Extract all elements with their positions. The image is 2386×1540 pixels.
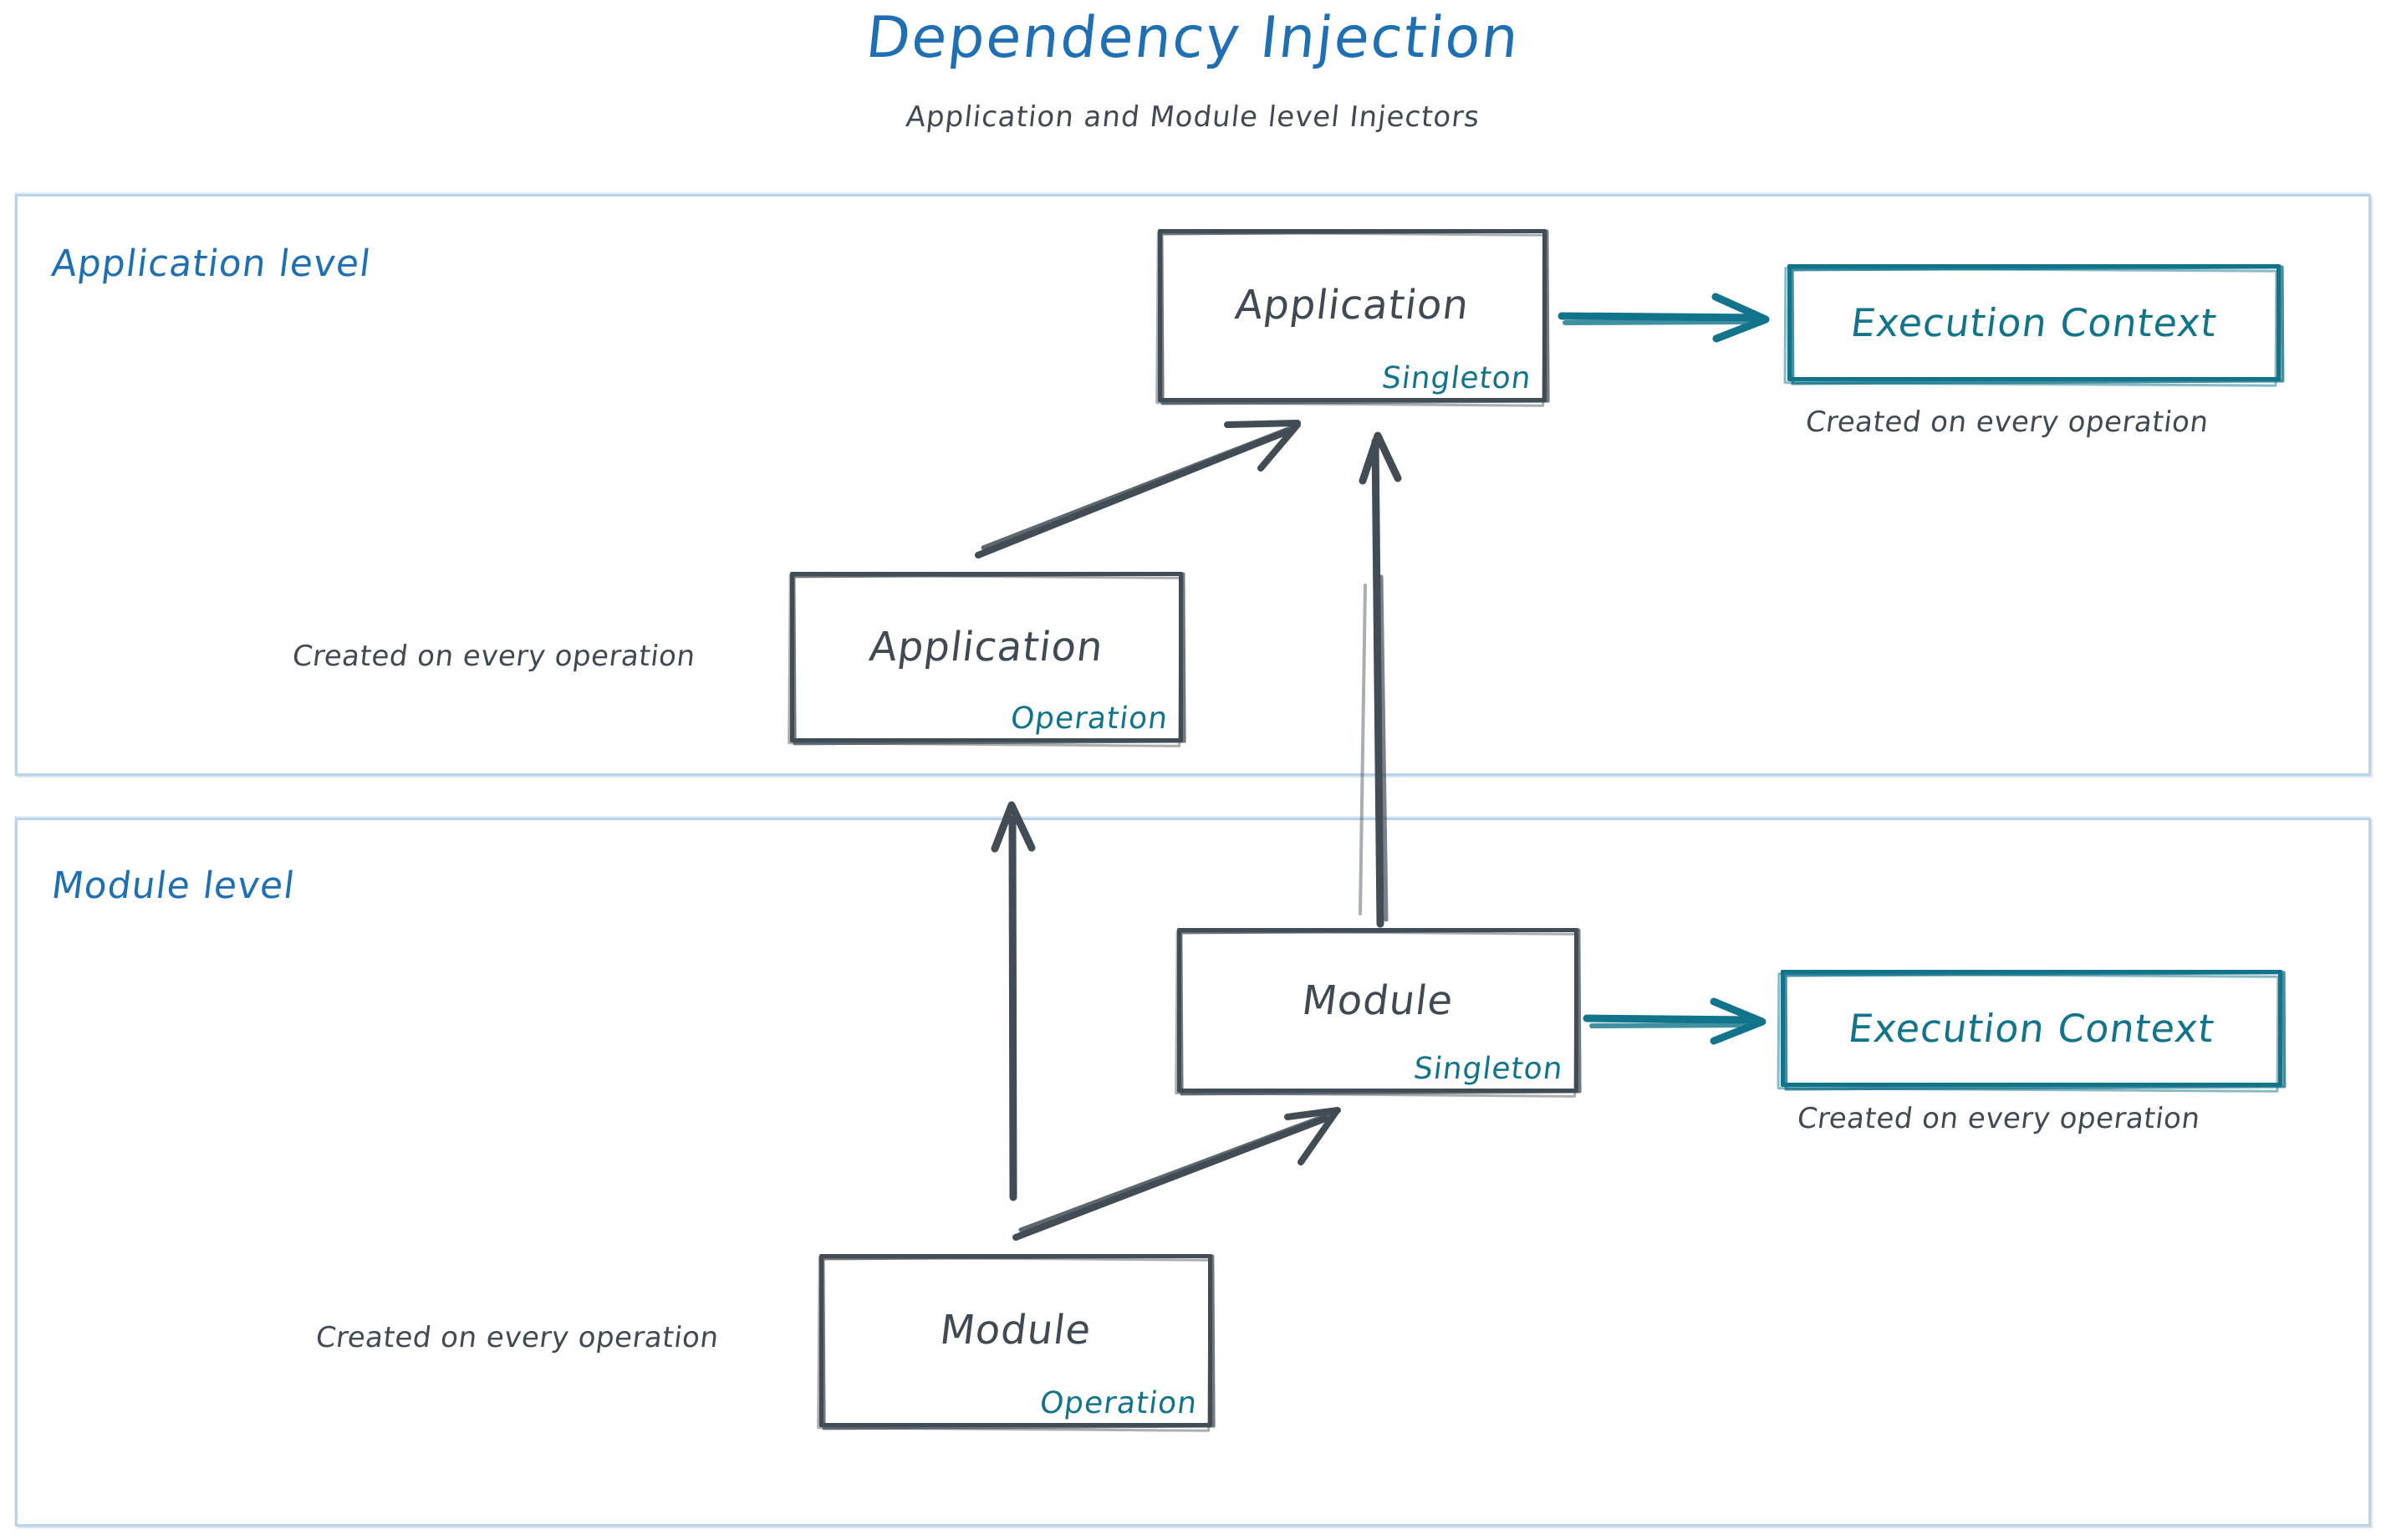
caption-module-operation: Created on every operation xyxy=(314,1321,721,1354)
caption-execution-context-module: Created on every operation xyxy=(1795,1102,2203,1135)
module-level-label: Module level xyxy=(48,864,298,907)
node-execution-context-application[interactable]: Execution Context xyxy=(1783,264,2285,387)
node-title: Execution Context xyxy=(1845,1006,2218,1051)
sketch-stroke-1 xyxy=(790,572,1183,742)
application-level-label: Application level xyxy=(48,242,374,285)
node-title: Application xyxy=(1232,282,1472,329)
page-subtitle: Application and Module level Injectors xyxy=(904,100,1482,134)
sketch-stroke-1 xyxy=(1158,229,1547,402)
node-scope-badge: Singleton xyxy=(1411,1052,1566,1086)
node-title: Module xyxy=(1299,977,1456,1024)
node-application-singleton[interactable]: Application Singleton xyxy=(1155,229,1550,407)
node-module-operation[interactable]: Module Operation xyxy=(817,1254,1216,1432)
module-level-container xyxy=(15,818,2371,1527)
node-scope-badge: Operation xyxy=(1038,1386,1200,1420)
node-execution-context-module[interactable]: Execution Context xyxy=(1777,970,2287,1093)
node-scope-badge: Operation xyxy=(1008,701,1170,736)
caption-execution-context-application: Created on every operation xyxy=(1803,405,2211,439)
caption-application-operation: Created on every operation xyxy=(290,640,698,673)
application-level-container xyxy=(15,194,2371,776)
sketch-stroke-1 xyxy=(1787,264,2281,381)
sketch-stroke-1 xyxy=(819,1254,1212,1427)
node-scope-badge: Singleton xyxy=(1379,361,1534,395)
sketch-stroke-1 xyxy=(1177,928,1578,1093)
node-application-operation[interactable]: Application Operation xyxy=(788,572,1186,747)
node-title: Application xyxy=(866,623,1107,671)
node-title: Execution Context xyxy=(1848,300,2220,345)
sketch-stroke-1 xyxy=(1781,970,2282,1087)
page-title: Dependency Injection xyxy=(863,5,1523,71)
node-module-singleton[interactable]: Module Singleton xyxy=(1175,928,1582,1098)
node-title: Module xyxy=(937,1307,1094,1354)
